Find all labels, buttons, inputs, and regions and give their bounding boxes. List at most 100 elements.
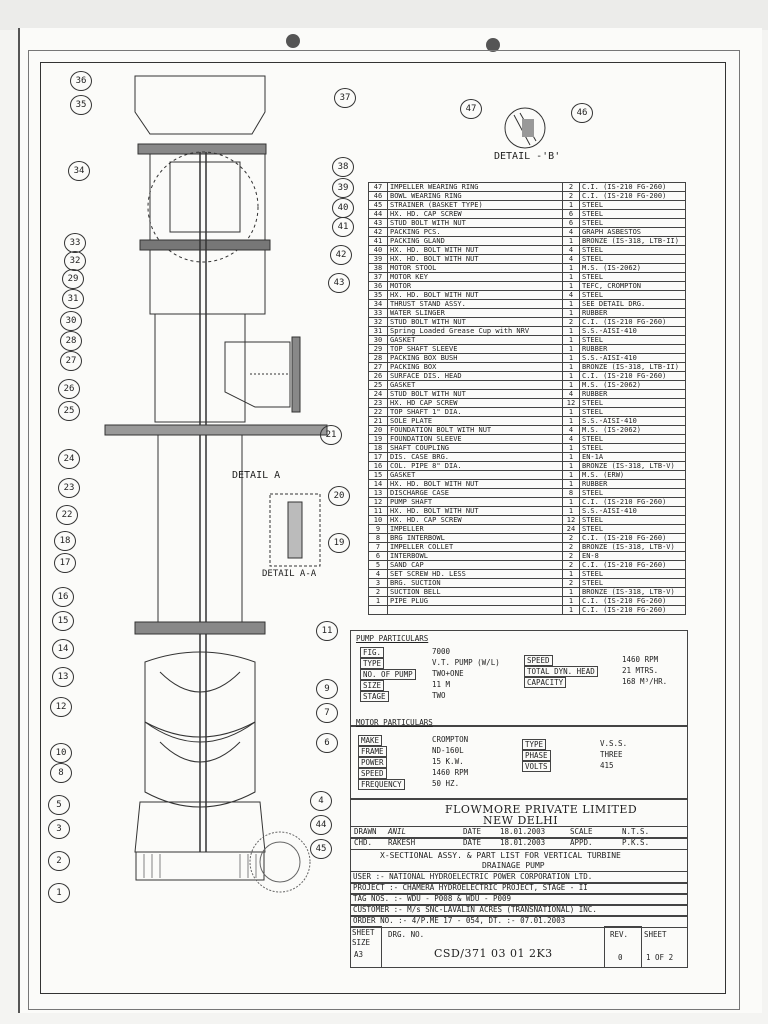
- parts-cell-no: 20: [368, 425, 388, 435]
- parts-cell-desc: DIS. CASE BRG.: [387, 452, 563, 462]
- callout-right: 19: [328, 533, 350, 553]
- parts-cell-mat: BRONZE (IS-318, LTB-II): [579, 236, 686, 246]
- spec-value: 168 M³/HR.: [622, 677, 668, 686]
- company-city: NEW DELHI: [483, 814, 559, 827]
- callout-right: 43: [328, 273, 350, 293]
- parts-cell-no: 38: [368, 263, 388, 273]
- parts-cell-mat: STEEL: [579, 434, 686, 444]
- user-line: USER :- NATIONAL HYDROELECTRIC POWER COR…: [353, 872, 593, 881]
- parts-cell-qty: 4: [562, 434, 580, 444]
- spec-key: NO. OF PUMP: [360, 669, 416, 680]
- order-line: ORDER NO. :- 4/P.ME 17 - 054, DT. :- 07.…: [353, 916, 566, 925]
- drg-no-label: DRG. NO.: [388, 930, 425, 939]
- spec-value: THREE: [600, 750, 623, 759]
- drawn-by: ANIL: [388, 827, 407, 836]
- callout-left: 35: [70, 95, 92, 115]
- drawing-description: X-SECTIONAL ASSY. & PART LIST FOR VERTIC…: [380, 851, 621, 860]
- parts-cell-no: 3: [368, 578, 388, 588]
- parts-cell-mat: M.S. (IS-2062): [579, 425, 686, 435]
- parts-cell-qty: 2: [562, 578, 580, 588]
- callout-left: 28: [60, 331, 82, 351]
- parts-cell-desc: HX. HD. BOLT WITH NUT: [387, 479, 563, 489]
- parts-cell-mat: EN-1A: [579, 452, 686, 462]
- parts-cell-no: 28: [368, 353, 388, 363]
- parts-cell-mat: M.S. (IS-2062): [579, 380, 686, 390]
- parts-cell-mat: STEEL: [579, 569, 686, 579]
- tag-row: [350, 893, 688, 906]
- drawing-description-2: DRAINAGE PUMP: [482, 861, 545, 870]
- spec-key: STAGE: [360, 691, 389, 702]
- parts-cell-no: 19: [368, 434, 388, 444]
- parts-cell-qty: 1: [562, 362, 580, 372]
- parts-cell-no: 5: [368, 560, 388, 570]
- parts-cell-no: 46: [368, 191, 388, 201]
- callout-left: 15: [52, 611, 74, 631]
- parts-cell-mat: M.S. (IS-2062): [579, 263, 686, 273]
- parts-cell-mat: C.I. (IS-210 FG-260): [579, 605, 686, 615]
- spec-value: 7000: [432, 647, 451, 656]
- parts-cell-qty: 1: [562, 344, 580, 354]
- parts-cell-desc: MOTOR STOOL: [387, 263, 563, 273]
- chd-row: [350, 837, 688, 850]
- motor-stool: [149, 153, 266, 315]
- parts-cell-mat: M.S. (ERW): [579, 470, 686, 480]
- parts-cell-desc: SHAFT COUPLING: [387, 443, 563, 453]
- parts-cell-mat: STEEL: [579, 245, 686, 255]
- parts-cell-desc: STUD BOLT WITH NUT: [387, 218, 563, 228]
- parts-cell-qty: 4: [562, 425, 580, 435]
- callout-left: 2: [48, 851, 70, 871]
- parts-cell-desc: HX. HD. BOLT WITH NUT: [387, 245, 563, 255]
- parts-cell-no: 39: [368, 254, 388, 264]
- order-row: [350, 915, 688, 928]
- parts-cell-no: 16: [368, 461, 388, 471]
- spec-value: ND-160L: [432, 746, 464, 755]
- pump-particulars-heading: PUMP PARTICULARS: [356, 634, 429, 643]
- spec-key: PHASE: [522, 750, 551, 761]
- callout-left: 18: [54, 531, 76, 551]
- parts-cell-desc: TOP SHAFT SLEEVE: [387, 344, 563, 354]
- parts-cell-mat: C.I. (IS-210 FG-260): [579, 596, 686, 606]
- parts-cell-qty: 1: [562, 380, 580, 390]
- parts-cell-qty: 1: [562, 452, 580, 462]
- parts-cell-no: 30: [368, 335, 388, 345]
- callout-left: 32: [64, 251, 86, 271]
- parts-cell-desc: FOUNDATION BOLT WITH NUT: [387, 425, 563, 435]
- spec-key: TOTAL DYN. HEAD: [524, 666, 598, 677]
- parts-cell-desc: IMPELLER WEARING RING: [387, 182, 563, 192]
- callout-left: 5: [48, 795, 70, 815]
- spec-value: 1460 RPM: [432, 768, 469, 777]
- parts-cell-desc: IMPELLER: [387, 524, 563, 534]
- outer-border: [28, 50, 740, 1010]
- detail-a-label: DETAIL A: [232, 470, 281, 481]
- spec-key: FRAME: [358, 746, 387, 757]
- parts-cell-desc: THRUST STAND ASSY.: [387, 299, 563, 309]
- parts-cell-no: 27: [368, 362, 388, 372]
- parts-cell-qty: 1: [562, 371, 580, 381]
- parts-cell-no: 37: [368, 272, 388, 282]
- date-label-1: DATE: [463, 827, 482, 836]
- parts-cell-mat: STEEL: [579, 524, 686, 534]
- scale-value: N.T.S.: [622, 827, 650, 836]
- parts-cell-mat: STEEL: [579, 335, 686, 345]
- parts-cell-mat: C.I. (IS-210 FG-260): [579, 560, 686, 570]
- parts-cell-qty: 1: [562, 407, 580, 417]
- parts-cell-qty: 1: [562, 497, 580, 507]
- callout-right: 45: [310, 839, 332, 859]
- spec-value: TWO: [432, 691, 446, 700]
- parts-cell-qty: 1: [562, 605, 580, 615]
- parts-cell-no: 17: [368, 452, 388, 462]
- callout-right: 11: [316, 621, 338, 641]
- parts-cell-qty: 4: [562, 389, 580, 399]
- spec-value: 21 MTRS.: [622, 666, 659, 675]
- parts-cell-desc: BOWL WEARING RING: [387, 191, 563, 201]
- callout-left: 31: [62, 289, 84, 309]
